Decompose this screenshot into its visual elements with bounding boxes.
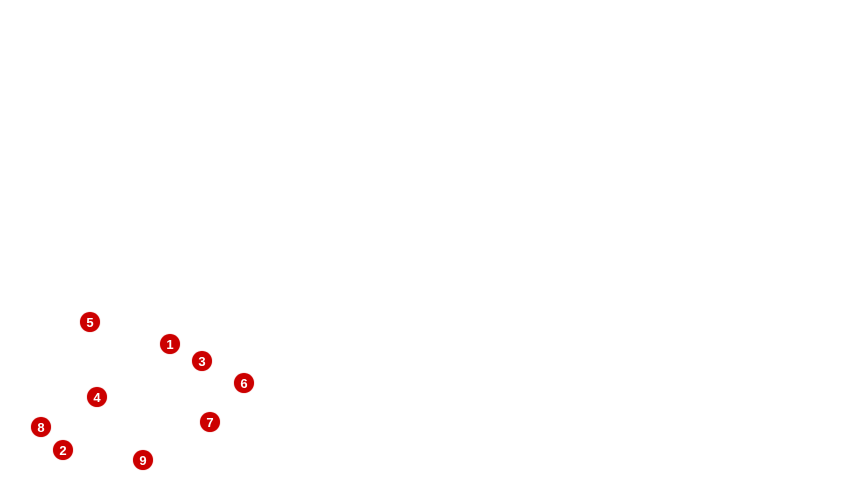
- marker-5[interactable]: 5: [80, 312, 100, 332]
- marker-6[interactable]: 6: [234, 373, 254, 393]
- marker-7[interactable]: 7: [200, 412, 220, 432]
- marker-9[interactable]: 9: [133, 450, 153, 470]
- marker-1[interactable]: 1: [160, 334, 180, 354]
- marker-4[interactable]: 4: [87, 387, 107, 407]
- marker-8[interactable]: 8: [31, 417, 51, 437]
- marker-2[interactable]: 2: [53, 440, 73, 460]
- marker-3[interactable]: 3: [192, 351, 212, 371]
